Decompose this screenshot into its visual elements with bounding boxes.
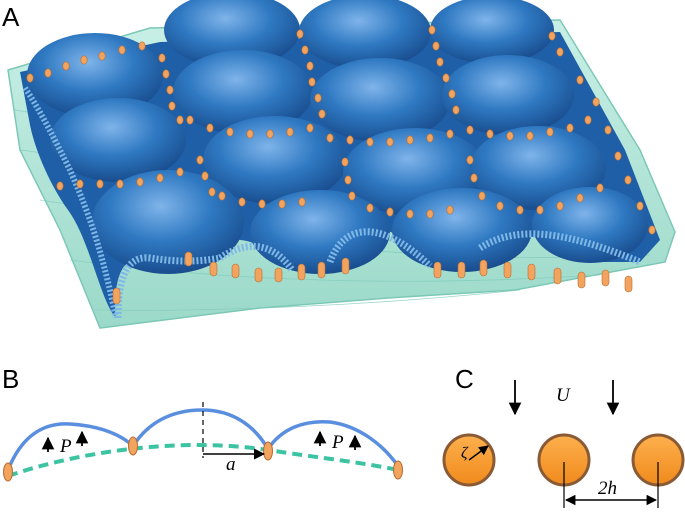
pressure-label: P <box>59 436 72 457</box>
dome <box>392 188 532 272</box>
dome-cells <box>27 0 648 274</box>
junction-row <box>326 129 454 147</box>
dome <box>173 50 313 134</box>
junction-row <box>548 31 656 235</box>
junction-row <box>56 167 184 191</box>
dome <box>92 170 244 274</box>
panel-b: B P P a <box>2 364 403 482</box>
dome <box>532 187 648 263</box>
membrane-arc <box>266 419 400 468</box>
membrane-side-section <box>22 86 119 319</box>
pressure-label: P <box>331 432 344 453</box>
dome <box>310 58 450 142</box>
junction-row <box>466 155 604 215</box>
radius-label: a <box>226 454 236 475</box>
dome <box>27 33 163 117</box>
dome <box>299 0 431 69</box>
junction-row <box>341 157 454 219</box>
membrane-arc <box>6 422 135 471</box>
dome <box>203 116 347 204</box>
dome <box>50 98 186 182</box>
junction-row <box>112 251 633 305</box>
dome <box>430 0 554 64</box>
junction-row <box>296 29 326 119</box>
membrane-arc <box>131 408 270 450</box>
radius-arrow-icon <box>468 445 489 461</box>
junction-row <box>196 155 306 209</box>
junction-row <box>158 53 184 125</box>
panel-c-label: C <box>455 364 474 394</box>
junction-oval <box>3 462 13 482</box>
substrate-dashed-curve <box>7 443 399 478</box>
panel-a-label: A <box>2 2 20 32</box>
flow-velocity-label: U <box>556 385 571 406</box>
junction-row <box>26 41 146 83</box>
panel-a: A <box>2 0 676 329</box>
panel-c: C U ζ 2h <box>442 364 685 508</box>
membrane-cross-section <box>114 228 642 319</box>
dome <box>250 190 390 274</box>
dome <box>442 55 574 135</box>
junction-dots <box>26 25 656 305</box>
panel-b-label: B <box>2 364 19 394</box>
junction-row <box>428 25 460 115</box>
dome <box>164 0 300 68</box>
junction-oval <box>393 460 403 480</box>
spacing-label: 2h <box>598 478 617 499</box>
junction-row <box>186 115 314 139</box>
junction-oval <box>263 441 273 461</box>
junction-oval <box>128 436 138 456</box>
zeta-label: ζ <box>461 445 469 462</box>
junction-row <box>466 115 592 141</box>
